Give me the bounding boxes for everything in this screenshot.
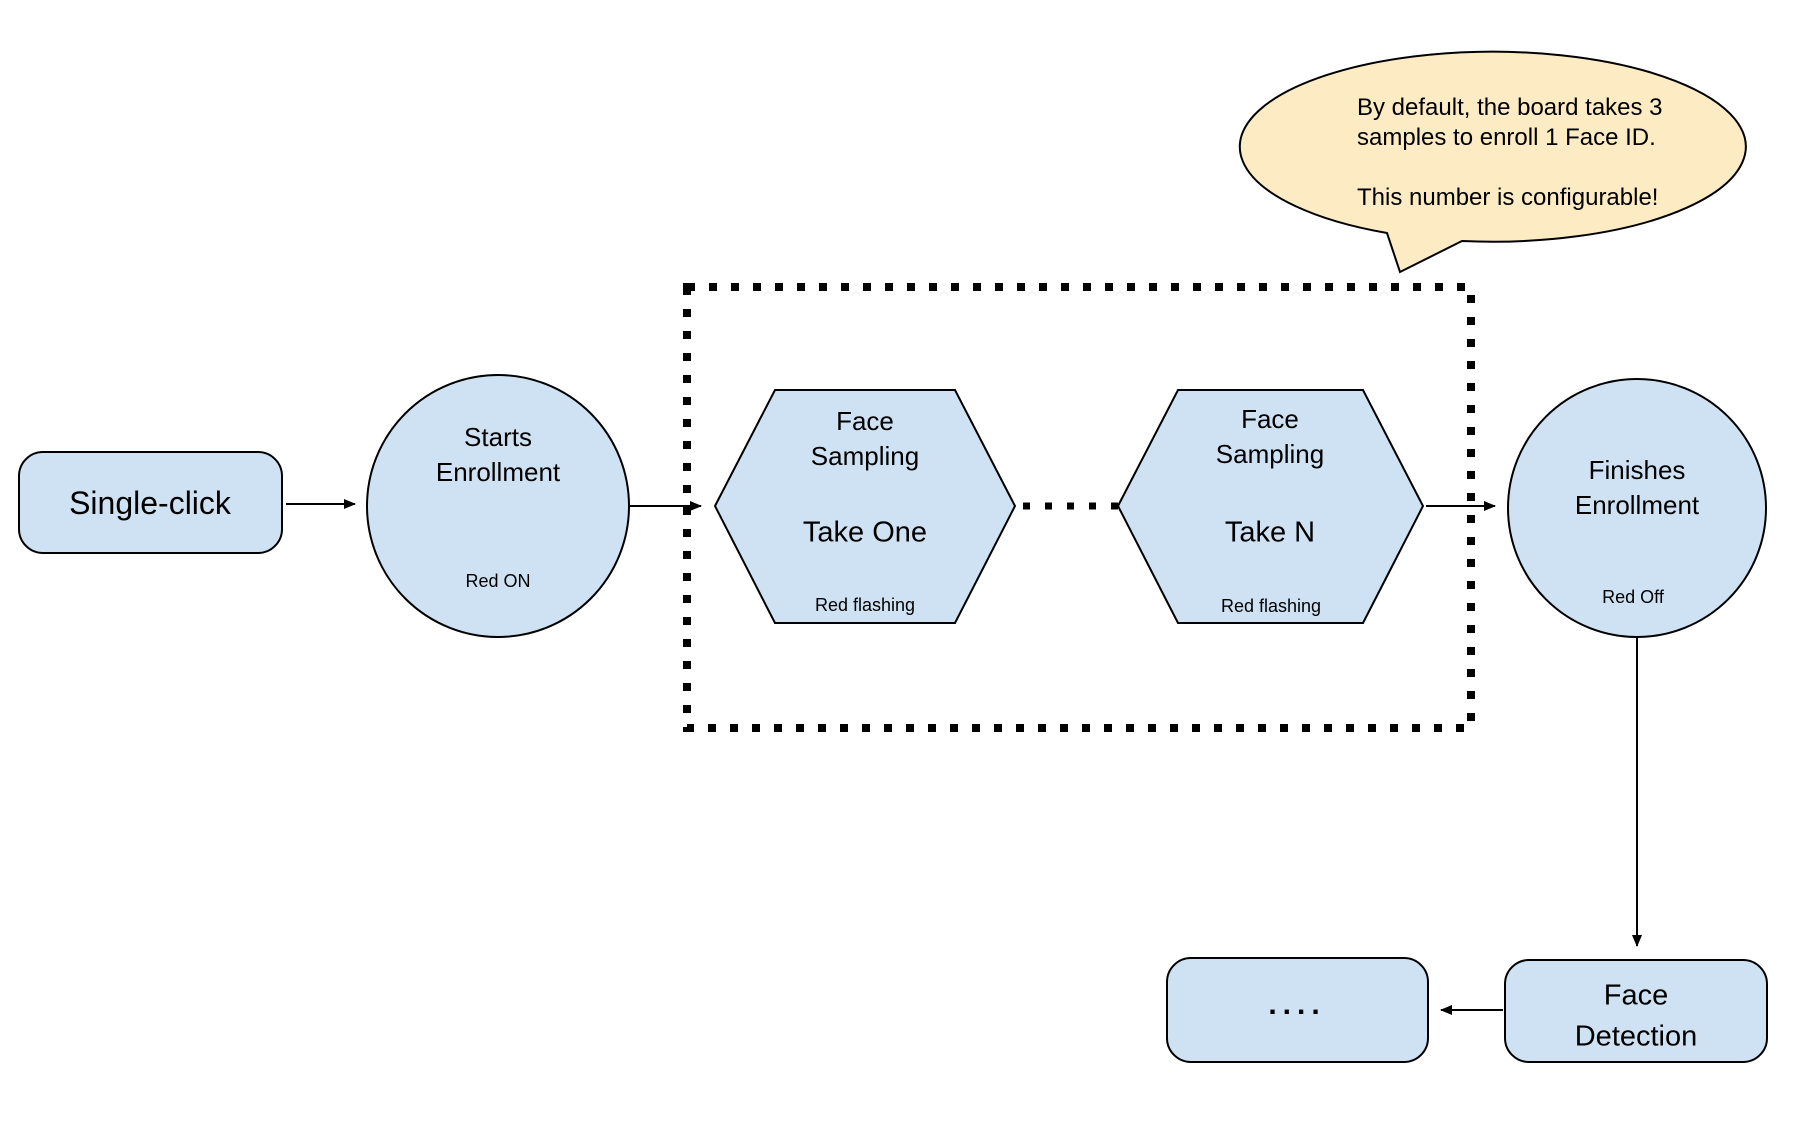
finishes-enrollment-label-line2: Enrollment (1574, 490, 1700, 520)
face-sampling-one-label-line2: Sampling (810, 441, 920, 471)
callout-text-line2: samples to enroll 1 Face ID. (1357, 124, 1656, 151)
callout-text-line1: By default, the board takes 3 (1357, 94, 1663, 121)
continuation-label: .... (1268, 988, 1326, 1021)
face-sampling-one-take-label: Take One (802, 516, 928, 549)
face-sampling-one-label-line1: Face (836, 406, 894, 436)
face-sampling-n-status: Red flashing (1220, 596, 1322, 616)
face-sampling-n-node (1116, 389, 1425, 624)
finishes-enrollment-status: Red Off (1602, 587, 1664, 607)
face-sampling-one-node (713, 389, 1017, 624)
single-click-node (18, 451, 283, 554)
face-detection-label-line1: Face (1603, 979, 1669, 1012)
continuation-node (1166, 957, 1429, 1063)
face-sampling-one-status: Red flashing (814, 595, 916, 615)
starts-enrollment-label-line1: Starts (464, 422, 532, 452)
finishes-enrollment-node (1507, 378, 1767, 638)
starts-enrollment-status: Red ON (465, 571, 531, 591)
face-sampling-n-take-label: Take N (1224, 516, 1316, 549)
finishes-enrollment-label-line1: Finishes (1588, 455, 1686, 485)
starts-enrollment-label-line2: Enrollment (435, 457, 561, 487)
callout-bubble-shape (1238, 50, 1747, 274)
face-sampling-n-label-line2: Sampling (1215, 439, 1325, 469)
face-sampling-n-label-line1: Face (1241, 404, 1299, 434)
face-detection-label-line2: Detection (1574, 1020, 1698, 1053)
callout-text-line3: This number is configurable! (1357, 184, 1659, 211)
single-click-label: Single-click (69, 485, 231, 521)
face-detection-node (1504, 959, 1768, 1063)
sampling-group-dotted-border (683, 283, 1475, 732)
starts-enrollment-node (366, 374, 630, 638)
